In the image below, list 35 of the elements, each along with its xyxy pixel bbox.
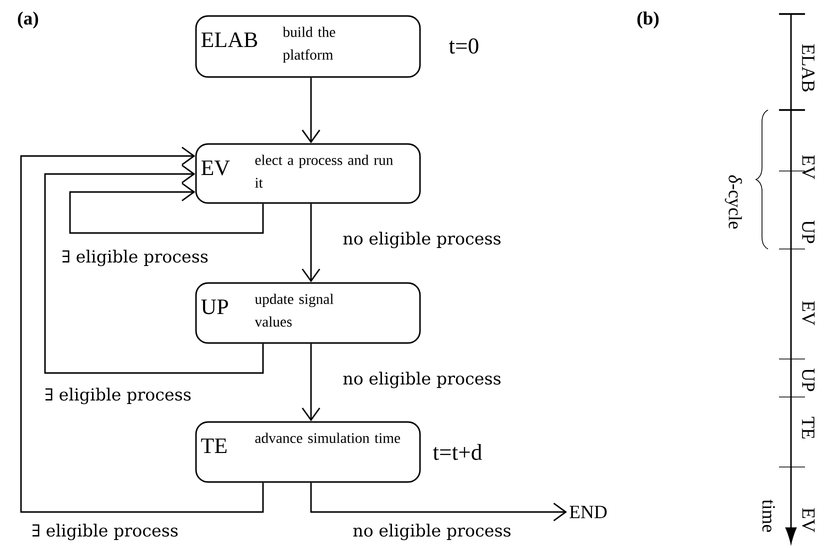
stage-description: update signal values (254, 294, 334, 327)
phase-label: UP (802, 220, 814, 244)
stage-name: UP (201, 300, 228, 314)
phase-label: EV (802, 155, 815, 180)
arrow (44, 164, 264, 374)
arrow (310, 482, 567, 522)
phase-label: TE (802, 416, 814, 438)
stage-name: TE (201, 438, 227, 453)
phase-label: EV (802, 301, 815, 326)
end-label: END (570, 506, 607, 518)
time-annotation: t=t+d (432, 444, 482, 460)
phase-label: ELAB (802, 44, 814, 92)
arrow (302, 78, 320, 144)
stage-name: EV (201, 160, 230, 176)
axis-label: time (762, 500, 775, 532)
arrow (69, 182, 264, 234)
panel-label: (b) (637, 12, 659, 28)
phase-label: UP (802, 368, 814, 392)
time-annotation: t=0 (448, 38, 478, 54)
edge-label: no eligible process (341, 370, 503, 390)
arrow (302, 344, 320, 422)
phase-label: EV (802, 508, 815, 532)
edge-label: ∃ eligible process (30, 522, 180, 542)
stage-description: advance simulation time (255, 432, 400, 444)
panel-label: (a) (18, 12, 38, 28)
arrow (302, 204, 320, 282)
edge-label: ∃ eligible process (43, 386, 193, 406)
stage-name: ELAB (201, 32, 258, 48)
brace-label: δ-cycle (724, 175, 742, 229)
edge-label: no eligible process (341, 230, 503, 250)
edge-label: ∃ eligible process (60, 248, 210, 268)
stage-description: build the platform (282, 26, 336, 63)
edge-label: no eligible process (351, 522, 513, 542)
arrow (20, 146, 264, 513)
stage-description: elect a process and run it (255, 154, 393, 188)
